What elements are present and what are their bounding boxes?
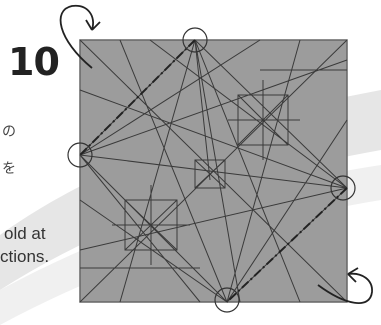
origami-crease-diagram (0, 0, 381, 325)
